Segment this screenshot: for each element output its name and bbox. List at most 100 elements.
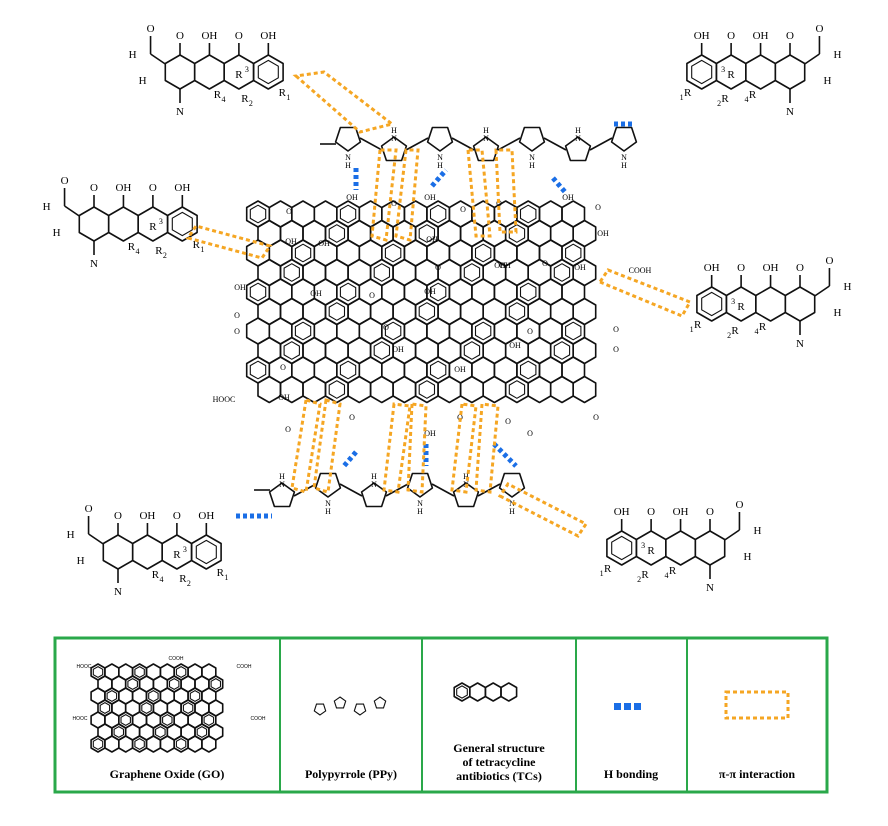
tc-atom-label: R (179, 573, 187, 585)
pi-pi-interaction-markers (185, 70, 693, 538)
legend-pyrrole-ring (373, 696, 387, 709)
ring-inner (257, 59, 279, 85)
tc-atom-label: O (61, 175, 69, 187)
tc-subscript: 3 (641, 541, 645, 550)
tc-atom-label: R (641, 569, 649, 581)
ring-inner (418, 302, 436, 321)
legend-tc-icon (453, 682, 518, 702)
ring-inner (565, 243, 582, 263)
tc-atom-label: OH (753, 30, 769, 42)
pi-pi-marker (290, 398, 322, 494)
ring-inner (339, 282, 357, 302)
tc-ring (164, 54, 196, 90)
h-bond-marker (551, 176, 567, 194)
tc-atom-label: O (737, 262, 745, 274)
ring-inner (249, 204, 267, 224)
ring-inner (519, 360, 537, 380)
legend-pipi-icon (724, 690, 790, 720)
oxygen-label: O (505, 417, 511, 426)
h-bond-marker (430, 168, 448, 188)
pyrrole-hydrogen: H (529, 161, 535, 170)
pyrrole-ring (314, 472, 342, 498)
legend-carboxyl: COOH (251, 716, 266, 722)
pyrrole-nitrogen: N (437, 153, 443, 162)
ring-inner (328, 224, 346, 243)
tc-atom-label: N (786, 106, 794, 118)
ring-inner (294, 243, 312, 263)
ring-inner (328, 302, 346, 321)
tc-ring (166, 206, 198, 242)
carboxyl-label: COOH (629, 266, 652, 275)
pyrrole-link (543, 137, 567, 151)
acetyl-bond (724, 529, 740, 541)
go-ring (302, 375, 327, 404)
ring-inner (249, 360, 267, 380)
ring-inner (155, 725, 166, 739)
acetyl-bond (804, 53, 820, 65)
pi-pi-marker (382, 402, 412, 494)
tc-atom-label: O (815, 23, 823, 35)
go-ring (572, 375, 597, 404)
pyrrole-nitrogen: N (371, 480, 377, 489)
ring-inner (456, 685, 468, 699)
hydroxyl-label: OH (509, 341, 521, 350)
tc-subscript: 3 (721, 65, 725, 74)
legend-tc-ring (468, 682, 487, 702)
ring-inner (508, 302, 526, 321)
go-ring (369, 375, 394, 404)
tc-atom-label: OH (614, 506, 630, 518)
tc-atom-label: O (825, 255, 833, 267)
tc-subscript: 4 (745, 95, 749, 104)
tc-atom-label: R (193, 239, 201, 251)
pi-pi-marker (597, 268, 693, 318)
hydroxyl-label: OH (454, 365, 466, 374)
tc-subscript: 3 (245, 65, 249, 74)
tc-subscript: 2 (717, 99, 721, 108)
tc-subscript: 2 (163, 251, 167, 260)
tc-atom-label: O (235, 30, 243, 42)
ring-inner (384, 243, 402, 263)
ring-inner (691, 59, 713, 85)
tc-atom-label: OH (673, 506, 689, 518)
tc-subscript: 2 (187, 579, 191, 588)
hydroxyl-label: OH (574, 263, 586, 272)
tc-subscript: 4 (665, 571, 669, 580)
ring-inner (463, 341, 481, 360)
pyrrole-ring (518, 126, 546, 152)
oxygen-label: O (595, 203, 601, 212)
ring-inner (373, 341, 391, 360)
tc-subscript: 4 (221, 95, 225, 104)
tc-subscript: 2 (249, 99, 253, 108)
pyrrole-link (589, 137, 613, 151)
legend-pyrrole-ring (333, 696, 347, 709)
ring-inner (249, 282, 267, 302)
ring-inner (182, 701, 194, 715)
hydroxyl-label: OH (318, 239, 330, 248)
tc-atom-label: H (139, 75, 147, 87)
oxygen-label: O (613, 325, 619, 334)
tc-atom-label: OH (694, 30, 710, 42)
hydroxyl-label: OH (562, 193, 574, 202)
legend-tc-label-line1: General structure (453, 741, 545, 755)
pyrrole-link (359, 137, 383, 151)
ring-inner (339, 204, 357, 224)
legend-carboxyl: HOOC (77, 664, 92, 670)
tc-atom-label: N (796, 338, 804, 350)
ring-inner (99, 701, 111, 715)
tc-ring (694, 530, 726, 566)
legend-ppy-label: Polypyrrole (PPy) (305, 767, 397, 781)
legend-carboxyl: HOOC (73, 716, 88, 722)
tc-atom-label: H (823, 75, 831, 87)
tc-atom-label: H (67, 529, 75, 541)
pyrrole-ring (472, 136, 500, 162)
legend-tc-ring (500, 682, 518, 702)
pyrrole-nitrogen: N (325, 499, 331, 508)
oxygen-label: O (286, 207, 292, 216)
acetyl-bond (814, 285, 830, 297)
tc-subscript: 1 (680, 93, 684, 102)
pi-pi-marker (312, 398, 342, 494)
ring-inner (283, 341, 300, 360)
legend-hbond-label: H bonding (604, 767, 658, 781)
